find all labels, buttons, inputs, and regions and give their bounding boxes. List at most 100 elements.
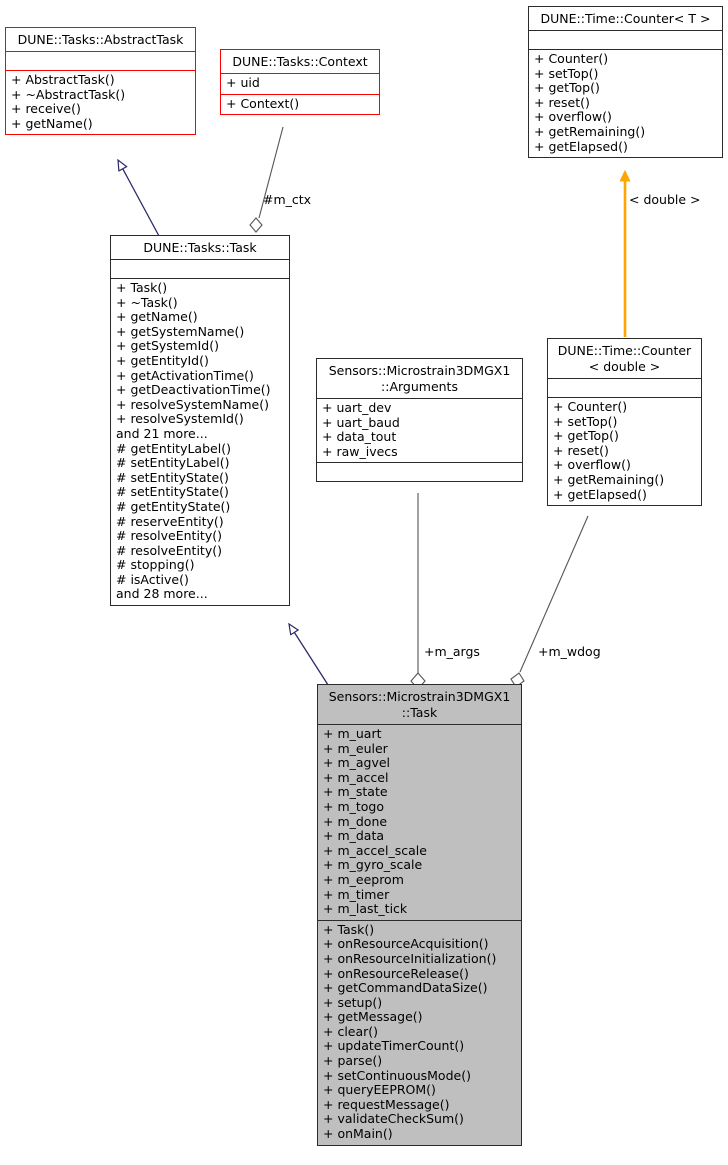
class-member: + m_gyro_scale [323,857,423,873]
class-member: + uart_dev [322,400,392,415]
class-member: + clear() [323,1023,379,1039]
class-box-counter-double[interactable]: DUNE::Time::Counter < double > + Counter… [547,338,702,507]
class-title-abstract-task: DUNE::Tasks::AbstractTask [17,32,184,47]
class-member: + setTop() [534,65,599,81]
class-member: and 28 more... [116,586,208,602]
edge-aggregation-m-wdog [510,515,589,688]
class-box-microstrain-task[interactable]: Sensors::Microstrain3DMGX1 ::Task + m_ua… [317,684,522,1146]
divider [317,398,522,399]
class-methods-dune-task: + Task() + ~Task() + getName() + getSyst… [111,279,289,605]
class-member: # isActive() [116,571,189,587]
class-attributes-context: + uid [221,74,379,94]
class-member: + getSystemId() [116,338,219,354]
class-box-context[interactable]: DUNE::Tasks::Context + uid + Context() [220,49,380,116]
class-member: # resolveEntity() [116,528,222,544]
class-title-dune-task: DUNE::Tasks::Task [143,240,257,255]
edge-inheritance-abstracttask-task [118,160,160,237]
class-title-context: DUNE::Tasks::Context [232,54,368,69]
class-member: + getActivationTime() [116,367,254,383]
class-member: + setContinuousMode() [323,1067,471,1083]
divider [111,278,289,279]
class-member: # resolveEntity() [116,542,222,558]
class-member: + getName() [116,309,198,325]
class-member: # setEntityState() [116,484,229,500]
divider [529,30,722,31]
class-attributes-counter-double [548,379,701,397]
class-methods-counter-double: + Counter() + setTop() + getTop() + rese… [548,398,701,505]
class-member: # stopping() [116,557,195,573]
class-member: + m_state [323,784,388,800]
class-methods-counter-t: + Counter() + setTop() + getTop() + rese… [529,50,722,157]
class-member: + raw_ivecs [322,443,398,459]
class-member: + m_eeprom [323,871,404,887]
class-member: + getElapsed() [553,486,647,502]
class-member: + Task() [323,921,375,937]
class-member: + getRemaining() [534,123,646,139]
class-member: + AbstractTask() [11,72,115,87]
class-title-counter-t: DUNE::Time::Counter< T > [540,11,711,26]
class-member: + m_accel_scale [323,842,427,858]
divider [548,397,701,398]
class-member: + getTop() [553,428,619,444]
class-member: + ~Task() [116,294,178,310]
class-member: + Counter() [553,399,628,414]
class-member: + m_euler [323,740,388,756]
class-member: + ~AbstractTask() [11,86,126,102]
class-member: + queryEEPROM() [323,1082,436,1098]
divider [318,919,521,921]
class-member: + getCommandDataSize() [323,980,488,996]
class-member: + m_timer [323,886,390,902]
class-title-counter-double: DUNE::Time::Counter < double > [557,343,692,374]
class-member: + m_accel [323,769,389,785]
divider [221,93,379,95]
class-member: + Task() [116,280,168,295]
class-member: + m_last_tick [323,901,408,917]
class-member: + getElapsed() [534,138,628,154]
class-member: + onResourceInitialization() [323,950,497,966]
class-member: + overflow() [553,457,631,473]
class-member: + getTop() [534,80,600,96]
class-methods-microstrain-task: + Task() + onResourceAcquisition() + onR… [318,921,521,1145]
class-attributes-arguments: + uart_dev + uart_baud + data_tout + raw… [317,399,522,462]
class-member: + getEntityId() [116,352,209,368]
edge-inheritance-task-microstraintask [289,624,331,689]
class-member: + reset() [534,94,590,110]
class-member: + m_uart [323,726,382,741]
class-member: # setEntityState() [116,469,229,485]
class-attributes-counter-t [529,31,722,49]
class-member: + reset() [553,442,609,458]
class-member: + m_done [323,813,388,829]
class-box-counter-t[interactable]: DUNE::Time::Counter< T > + Counter() + s… [528,6,723,159]
edge-label-template-double: < double > [629,192,701,207]
class-member: + m_data [323,828,385,844]
class-attributes-abstract-task [6,52,195,70]
class-box-arguments[interactable]: Sensors::Microstrain3DMGX1 ::Arguments +… [316,358,523,483]
divider [548,378,701,379]
class-member: # setEntityLabel() [116,455,230,471]
class-member: + parse() [323,1053,383,1069]
class-methods-abstract-task: + AbstractTask() + ~AbstractTask() + rec… [6,71,195,134]
class-member: + onResourceRelease() [323,965,469,981]
class-methods-context: + Context() [221,95,379,115]
class-member: + m_agvel [323,755,391,771]
divider [318,724,521,725]
class-member: + setTop() [553,413,618,429]
class-member: + validateCheckSum() [323,1111,464,1127]
class-member: + resolveSystemName() [116,396,269,412]
divider [529,49,722,50]
edge-label-m-ctx: #m_ctx [263,192,312,207]
class-box-abstract-task[interactable]: DUNE::Tasks::AbstractTask + AbstractTask… [5,27,196,136]
class-member: # reserveEntity() [116,513,224,529]
class-member: # getEntityState() [116,498,231,514]
class-member: + onMain() [323,1126,393,1142]
class-attributes-dune-task [111,260,289,278]
class-member: + setup() [323,994,383,1010]
divider [6,70,195,71]
class-box-dune-task[interactable]: DUNE::Tasks::Task + Task() + ~Task() + g… [110,235,290,607]
class-member: + m_togo [323,798,385,814]
edge-aggregation-m-args [410,493,426,690]
class-member: + getSystemName() [116,323,245,339]
class-member: and 21 more... [116,425,208,441]
class-member: + resolveSystemId() [116,411,244,427]
